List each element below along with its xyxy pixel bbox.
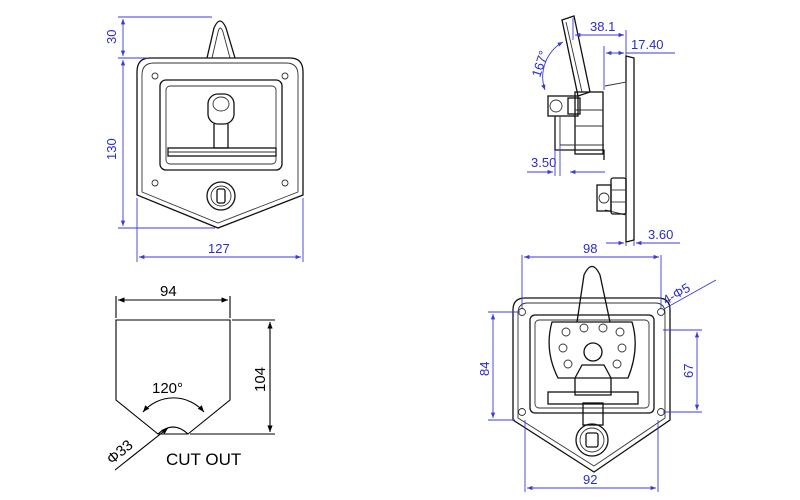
rear-view: 98 4-Φ5 84 67 92 bbox=[477, 241, 717, 492]
side-dim-thickness: 3.60 bbox=[648, 227, 673, 242]
cutout-dim-width: 94 bbox=[160, 283, 177, 300]
front-dim-width: 127 bbox=[208, 241, 230, 256]
rear-dim-width-top: 98 bbox=[583, 241, 597, 256]
front-view: 30 130 127 bbox=[104, 16, 304, 262]
cutout-dim-angle: 120° bbox=[152, 380, 183, 397]
cutout-dim-height: 104 bbox=[252, 367, 269, 392]
cutout-label: CUT OUT bbox=[166, 450, 241, 469]
rear-dim-hole-spacing-right: 67 bbox=[681, 364, 696, 378]
side-dim-flange-depth: 17.40 bbox=[631, 37, 664, 52]
cutout-view: 94 104 120° Φ33 CUT OUT bbox=[104, 283, 275, 471]
front-dim-body-height: 130 bbox=[104, 138, 119, 160]
cutout-dim-radius: Φ33 bbox=[104, 437, 137, 468]
side-dim-depth: 38.1 bbox=[590, 19, 615, 34]
rear-dim-width-bottom: 92 bbox=[583, 472, 597, 487]
side-dim-offset: 3.50 bbox=[531, 155, 556, 170]
side-dim-angle: 167° bbox=[529, 49, 552, 79]
rear-dim-hole: 4-Φ5 bbox=[660, 280, 693, 308]
rear-dim-hole-spacing-left: 84 bbox=[477, 362, 492, 376]
side-view: 38.1 17.40 167° 3.50 3.60 bbox=[527, 15, 680, 246]
front-dim-top-height: 30 bbox=[104, 30, 119, 44]
